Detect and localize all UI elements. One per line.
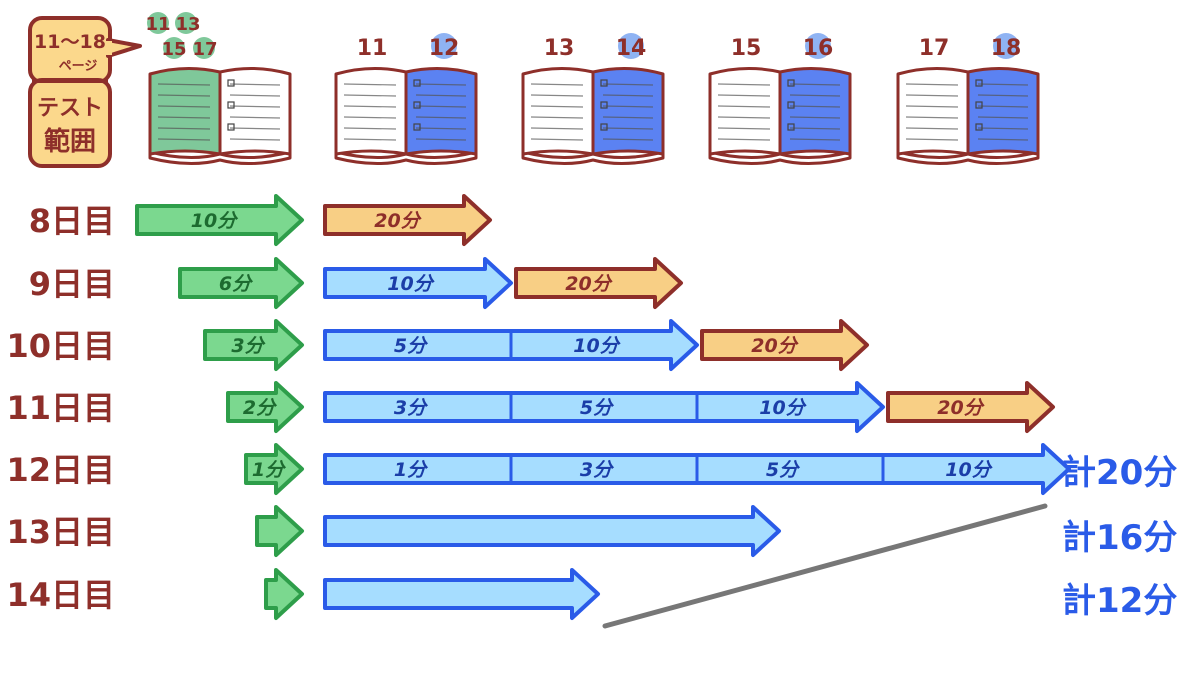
new-study-arrow: [514, 257, 683, 309]
review-arrow: [226, 381, 304, 433]
spread-right-page-number: 16: [803, 36, 834, 61]
review-block-arrow: [323, 257, 513, 309]
new-study-time-label: 20分: [374, 210, 422, 232]
page-badge-highlight: [431, 33, 457, 59]
total-bracket-line: [602, 503, 1048, 629]
badge-page-17: 17: [192, 39, 217, 60]
page-badge-highlight: [993, 33, 1019, 59]
review-block-arrow: [323, 381, 885, 433]
range-label: 11〜18: [34, 31, 106, 53]
new-study-arrow: [700, 319, 869, 371]
review-time-label: 10分: [191, 210, 239, 232]
review-arrow: [264, 568, 304, 620]
review-time-label: 6分: [219, 273, 254, 295]
page-spread-11-12: 11 12: [334, 33, 478, 166]
test-title-line2: 範囲: [44, 126, 96, 157]
review-segment-label: 3分: [394, 397, 429, 419]
book-all-pages-icon: [148, 66, 292, 166]
spread-right-page-number: 14: [616, 36, 647, 61]
day-label: 12日目: [6, 451, 115, 489]
new-study-arrow: [323, 194, 492, 246]
badge-page-15: 15: [161, 39, 186, 60]
test-title-line1: テスト: [37, 96, 103, 121]
review-block-arrow: [323, 505, 781, 557]
new-study-time-label: 20分: [751, 335, 799, 357]
new-study-arrow: [886, 381, 1055, 433]
review-segment-label: 10分: [759, 397, 807, 419]
day-label: 9日目: [29, 265, 115, 303]
spread-right-page-number: 18: [991, 36, 1022, 61]
spread-left-page-number: 17: [919, 36, 950, 61]
day-label: 13日目: [6, 513, 115, 551]
review-segment-label: 10分: [945, 459, 993, 481]
review-time-label: 2分: [243, 397, 278, 419]
day-label: 14日目: [6, 576, 115, 614]
review-arrow: [135, 194, 304, 246]
review-segment-label: 5分: [580, 397, 615, 419]
day-label: 11日目: [6, 389, 115, 427]
total-day-12: 計20分: [1062, 453, 1177, 493]
review-arrow: [178, 257, 304, 309]
page-badge-highlight: [805, 33, 831, 59]
test-range-badge: 11〜18 ページ テスト 範囲 11 13 15 17: [28, 12, 218, 168]
new-study-time-label: 20分: [937, 397, 985, 419]
review-time-label: 3分: [231, 335, 266, 357]
page-spread-13-14: 13 14: [521, 33, 665, 166]
review-segment-label: 10分: [387, 273, 435, 295]
review-segment-label: 5分: [394, 335, 429, 357]
badge-page-11: 11: [145, 14, 170, 35]
spread-left-page-number: 13: [544, 36, 575, 61]
total-day-13: 計16分: [1062, 518, 1177, 558]
page-label: ページ: [59, 59, 98, 74]
day-label: 8日目: [29, 202, 115, 240]
review-arrow: [255, 505, 304, 557]
review-segment-label: 3分: [580, 459, 615, 481]
review-segment-label: 1分: [394, 459, 429, 481]
review-block-arrow: [323, 568, 600, 620]
day-label: 10日目: [6, 327, 115, 365]
review-arrow: [244, 443, 304, 495]
spread-left-page-number: 11: [357, 36, 388, 61]
review-segment-label: 10分: [573, 335, 621, 357]
review-arrow: [203, 319, 304, 371]
total-day-14: 計12分: [1062, 581, 1177, 621]
new-study-time-label: 20分: [565, 273, 613, 295]
spread-left-page-number: 15: [731, 36, 762, 61]
spread-right-page-number: 12: [429, 36, 460, 61]
review-time-label: 1分: [252, 459, 287, 481]
badge-page-13: 13: [175, 14, 200, 35]
page-badge-highlight: [618, 33, 644, 59]
review-segment-label: 5分: [766, 459, 801, 481]
